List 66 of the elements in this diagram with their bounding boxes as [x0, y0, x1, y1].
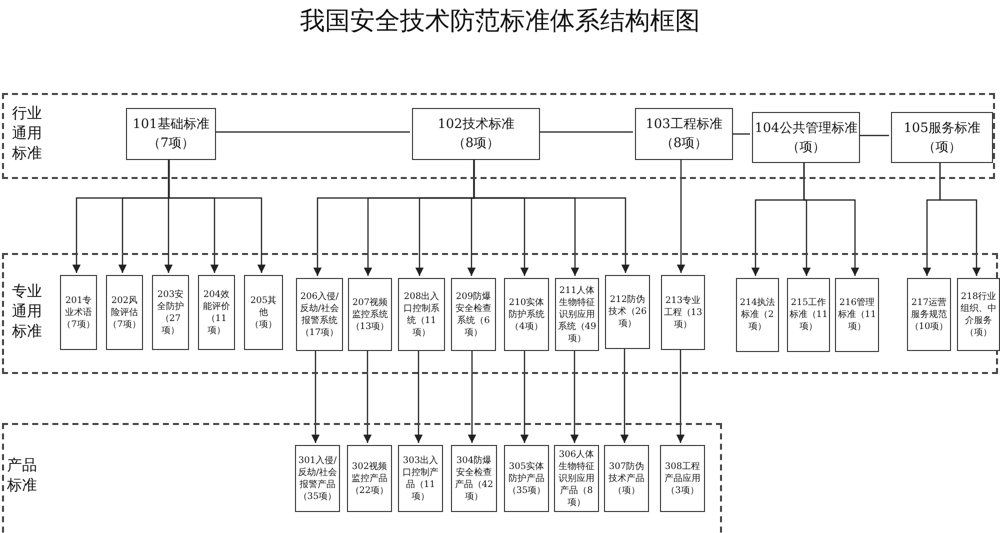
connector-line — [214, 131, 410, 133]
standard-box: 308工程产品应用（3项） — [660, 445, 705, 512]
standard-box — [412, 108, 540, 160]
arrow — [414, 349, 423, 443]
item-count: （8项） — [452, 135, 500, 153]
standard-box: 216管理标准（11项） — [835, 278, 879, 352]
standard-box: 213专业工程（13项） — [661, 275, 705, 350]
item-count: （项） — [922, 138, 962, 156]
standard-box — [752, 112, 860, 163]
box-heading: 103工程标准 — [646, 116, 722, 134]
band-label: 产品标准 — [7, 455, 38, 495]
standard-box: 214执法标准（2项） — [736, 278, 779, 352]
item-count: （项） — [786, 138, 826, 156]
standard-box: 211人体生物特征识别应用系统（49项） — [555, 278, 599, 351]
standard-box: 201专业术语（7项） — [60, 275, 97, 350]
arrow — [939, 161, 981, 276]
standard-box: 305实体防护产品（35项） — [504, 445, 549, 512]
standard-box: 209防爆安全检查系统（6项） — [451, 278, 496, 351]
arrow — [164, 158, 173, 273]
arrow — [363, 349, 372, 443]
arrow — [311, 349, 320, 443]
connector-line — [538, 131, 633, 133]
band-label: 行业通用标准 — [12, 103, 43, 163]
standard-box: 304防爆安全检查产品（42项） — [451, 445, 497, 512]
box-heading: 104公共管理标准 — [754, 120, 858, 138]
standard-box: 217运营服务规范（10项） — [907, 278, 951, 351]
item-count: （8项） — [660, 135, 708, 153]
arrow — [570, 349, 579, 443]
standard-box: 306人体生物特征识别应用产品（8项） — [554, 445, 599, 512]
standard-box: 202风险评估（7项） — [106, 275, 143, 350]
diagram-title: 我国安全技术防范标准体系结构框图 — [299, 5, 701, 37]
arrow — [168, 158, 266, 273]
standard-box: 212防伪技术（26项） — [605, 275, 650, 349]
dashed-band — [2, 423, 722, 533]
standard-box: 206入侵/反劫/社会报警系统（17项） — [296, 278, 343, 351]
arrow — [468, 349, 476, 443]
box-heading: 101基础标准 — [132, 116, 210, 134]
standard-box — [891, 112, 993, 163]
standard-box: 301入侵/反劫/社会报警产品（35项） — [295, 445, 340, 512]
standard-box: 210实体防护系统（4项） — [504, 278, 549, 351]
dashed-band — [2, 253, 998, 374]
standard-box — [635, 108, 733, 160]
band-label: 专业通用标准 — [12, 281, 43, 341]
arrow — [803, 161, 860, 276]
arrow — [620, 347, 629, 443]
standard-box: 205其他（项） — [244, 275, 283, 350]
standard-box: 215工作标准（11项） — [787, 278, 830, 352]
standard-box: 302视频监控产品（22项） — [347, 445, 392, 512]
standard-box: 204效能评价（11项） — [198, 275, 235, 350]
arrow — [473, 158, 630, 273]
standard-box: 208出入口控制系统（11项） — [398, 278, 445, 351]
box-heading: 102技术标准 — [438, 116, 514, 134]
standard-box: 303出入口控制产品（11项） — [398, 445, 443, 512]
arrow — [676, 348, 685, 443]
standard-box: 203安全防护（27项） — [152, 275, 189, 350]
standard-box: 218行业组织、中介服务（项） — [957, 278, 1000, 351]
standard-box: 207视频监控系统（13项） — [348, 278, 392, 351]
arrow — [520, 349, 529, 443]
item-count: （7项） — [147, 135, 195, 153]
dashed-band — [2, 93, 995, 179]
standard-box — [126, 108, 216, 160]
connector-line — [858, 134, 889, 136]
arrow — [676, 158, 686, 273]
connector-line — [731, 133, 750, 135]
box-heading: 105服务标准 — [904, 120, 980, 138]
standard-box: 307防伪技术产品（项） — [604, 445, 649, 512]
